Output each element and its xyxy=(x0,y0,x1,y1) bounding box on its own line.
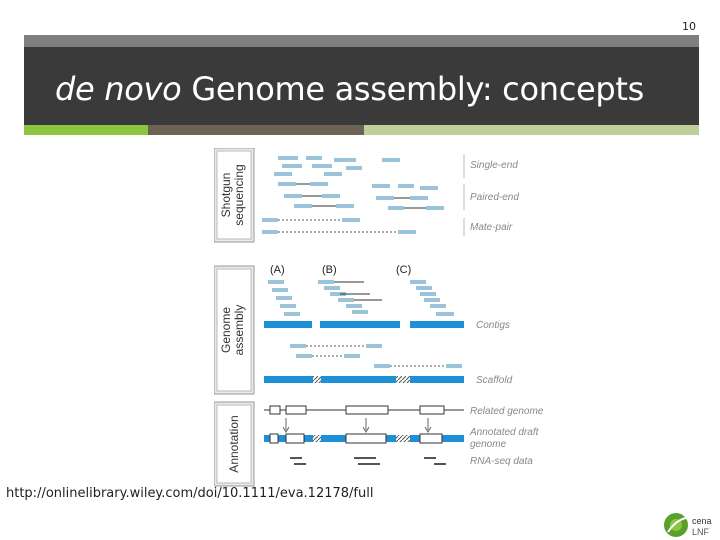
assembly-reads xyxy=(268,280,454,316)
annotation-arrows xyxy=(282,418,432,433)
scaffold xyxy=(264,376,464,383)
label-rna-seq: RNA-seq data xyxy=(470,456,533,467)
panel-assembly: Genome assembly (A) (B) (C) xyxy=(214,264,513,395)
scaffold-bridging-reads xyxy=(290,344,462,368)
label-scaffold: Scaffold xyxy=(476,375,513,386)
accent-bar-brown xyxy=(148,125,364,135)
label-contigs: Contigs xyxy=(476,320,510,331)
paired-end-reads xyxy=(278,182,444,210)
related-genome xyxy=(264,405,464,415)
annotated-draft-genome xyxy=(264,433,464,444)
slide-title-italic: de novo xyxy=(55,70,182,108)
panel-shotgun-label-1: Shotgun xyxy=(219,173,233,218)
label-single-end: Single-end xyxy=(470,160,518,171)
label-paired-end: Paired-end xyxy=(470,192,519,203)
logo-subtext: LNF xyxy=(692,527,710,537)
panel-shotgun: Shotgun sequencing xyxy=(214,148,519,243)
source-link[interactable]: http://onlinelibrary.wiley.com/doi/10.11… xyxy=(6,486,374,501)
cena-logo: cena LNF xyxy=(662,510,716,540)
slide-title: de novo Genome assembly: concepts xyxy=(55,70,644,108)
top-bar xyxy=(24,35,699,47)
rna-seq-reads xyxy=(290,457,446,465)
label-annotated-draft: Annotated draft xyxy=(469,427,540,438)
slide-number: 10 xyxy=(682,20,696,33)
slide-title-rest: Genome assembly: concepts xyxy=(181,70,645,108)
label-related-genome: Related genome xyxy=(470,406,544,417)
panel-annotation: Annotation Related genome xyxy=(214,401,544,487)
title-band xyxy=(24,47,699,125)
contigs xyxy=(264,321,464,328)
column-label-c: (C) xyxy=(396,264,411,276)
accent-bar-light xyxy=(364,125,699,135)
column-label-b: (B) xyxy=(322,264,337,276)
logo-text: cena xyxy=(692,516,712,526)
panel-assembly-label-1: Genome xyxy=(219,307,233,353)
single-end-reads xyxy=(274,156,400,176)
mate-pair-reads xyxy=(262,218,416,234)
label-annotated-draft-2: genome xyxy=(470,439,507,450)
panel-annotation-label: Annotation xyxy=(227,415,241,472)
genome-assembly-figure: Shotgun sequencing xyxy=(214,148,560,488)
accent-bar-green xyxy=(24,125,148,135)
panel-assembly-label-2: assembly xyxy=(232,305,246,356)
label-mate-pair: Mate-pair xyxy=(470,222,513,233)
panel-shotgun-label-2: sequencing xyxy=(232,164,246,225)
column-label-a: (A) xyxy=(270,264,285,276)
